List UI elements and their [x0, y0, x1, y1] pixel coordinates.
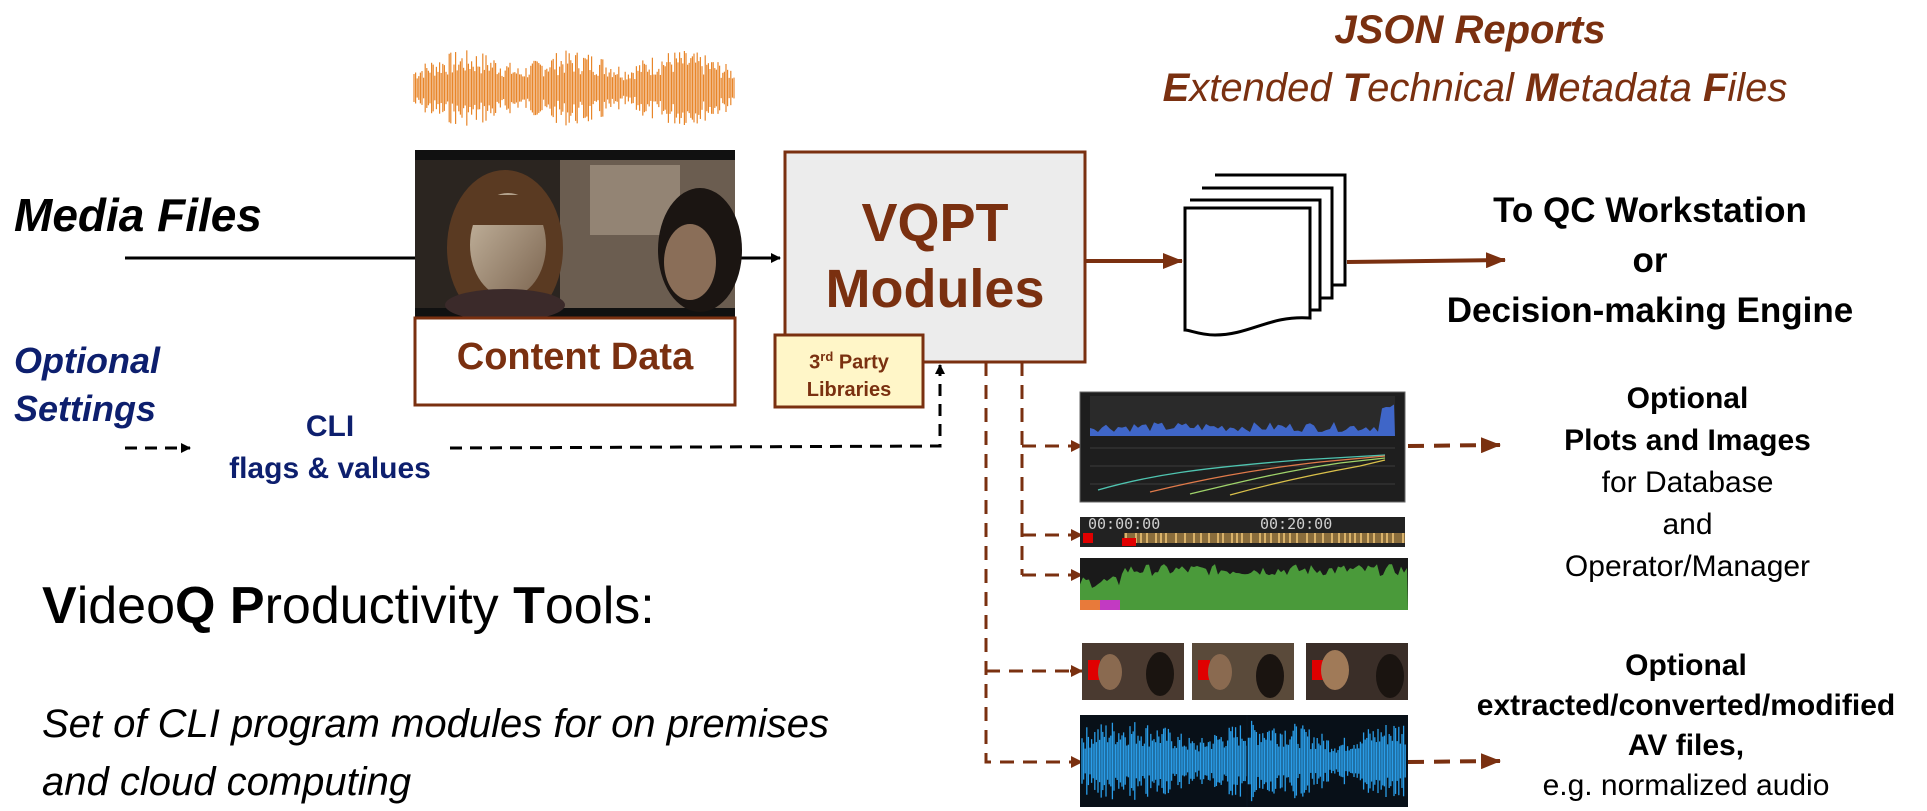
product-title: VideoQ Productivity Tools:: [42, 577, 655, 635]
timeline-start-time: 00:00:00: [1088, 515, 1161, 533]
json-reports-documents-icon: [1183, 173, 1347, 337]
letter-p: P: [229, 577, 265, 635]
letter-f: F: [1702, 66, 1728, 110]
timeline-mid-time: 00:20:00: [1260, 515, 1333, 533]
optional-settings-label: Optional Settings: [14, 340, 160, 429]
third-party-libraries-label: 3rd Party Libraries: [806, 349, 892, 401]
vqpt-modules-box: [783, 150, 1087, 364]
cli-to-vqpt-arrow: [449, 364, 945, 450]
av-out-arrow: [1407, 753, 1501, 770]
timeline-bar: [1080, 517, 1405, 547]
content-data-label: Content Data: [456, 336, 694, 378]
plots-out-arrow: [1407, 437, 1501, 454]
audio-waveform-blue: [1080, 715, 1408, 807]
frame-thumbnails: [1082, 643, 1408, 700]
letter-m: M: [1525, 66, 1559, 110]
json-reports-subtitle: Extended Technical Metadata Files: [1162, 66, 1788, 110]
plot-graph-panel: [1079, 391, 1406, 503]
audio-waveform-orange: [412, 45, 737, 130]
qc-destination-label: To QC Workstation or Decision-making Eng…: [1446, 191, 1854, 330]
audio-level-graph: [1080, 558, 1408, 610]
av-files-label: Optional extracted/converted/modified AV…: [1476, 649, 1896, 802]
letter-v: V: [42, 577, 77, 635]
letter-q: Q: [175, 577, 216, 635]
letter-t: T: [1342, 66, 1368, 110]
plots-images-label: Optional Plots and Images for Database a…: [1564, 382, 1811, 583]
product-description: Set of CLI program modules for on premis…: [42, 702, 830, 804]
letter-t-title: T: [513, 577, 545, 635]
video-frame-still: [415, 150, 742, 326]
json-reports-title: JSON Reports: [1334, 8, 1606, 52]
output-connectors: [984, 362, 1080, 764]
media-files-label: Media Files: [14, 189, 262, 241]
third-party-libraries-box: [773, 333, 925, 409]
content-data-box: [413, 316, 737, 407]
reports-to-qc-arrow: [1346, 252, 1506, 269]
vqpt-modules-label: VQPT Modules: [825, 193, 1045, 319]
letter-e: E: [1162, 66, 1190, 110]
cli-flags-label: CLI flags & values: [229, 410, 431, 485]
